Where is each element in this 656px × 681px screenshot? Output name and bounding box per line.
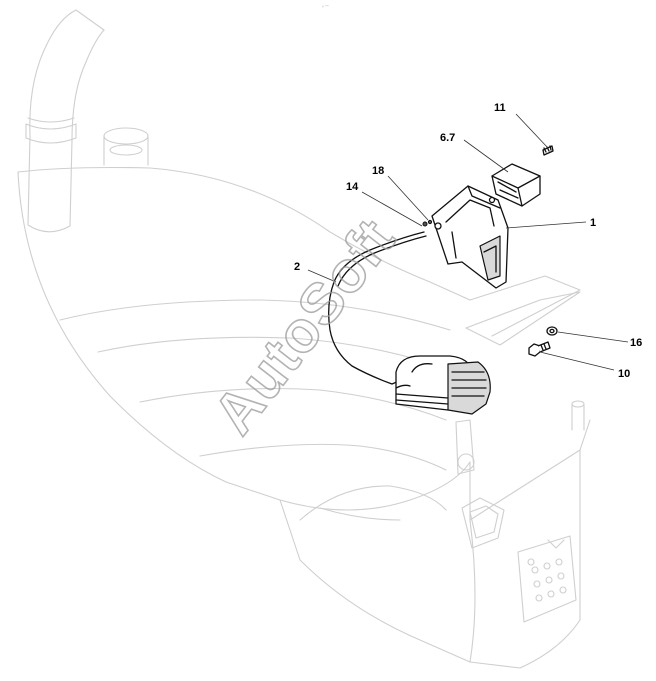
filler-neck-ghost <box>103 127 149 166</box>
callout-18: 18 <box>372 165 384 177</box>
screw-11 <box>542 145 554 156</box>
leader-lines <box>307 113 629 371</box>
washer-16 <box>546 326 558 336</box>
callout-2: 2 <box>294 261 300 273</box>
light-bracket <box>431 185 509 289</box>
callout-11: 11 <box>494 102 506 114</box>
step-holes <box>527 558 567 602</box>
callout-labels: 11 6.7 18 14 1 2 16 10 <box>294 102 642 380</box>
exhaust-pipe-ghost <box>25 9 105 233</box>
watermark-text: AutoSoft <box>201 207 408 446</box>
callout-14: 14 <box>346 181 359 193</box>
tank-body-ghost <box>17 166 591 669</box>
mount-plate-ghost <box>455 291 581 475</box>
wiring-harness <box>328 231 427 385</box>
fastener-14-18 <box>422 219 433 227</box>
bolt-10 <box>528 341 551 357</box>
callout-10: 10 <box>618 368 630 380</box>
callout-16: 16 <box>630 337 642 349</box>
side-bracket-ghost <box>461 497 577 623</box>
callout-1: 1 <box>590 217 596 229</box>
page-mark: º ““ <box>322 5 329 11</box>
callout-6-7: 6.7 <box>440 132 455 144</box>
lamp-housing <box>491 163 541 207</box>
connector-body <box>395 355 491 415</box>
